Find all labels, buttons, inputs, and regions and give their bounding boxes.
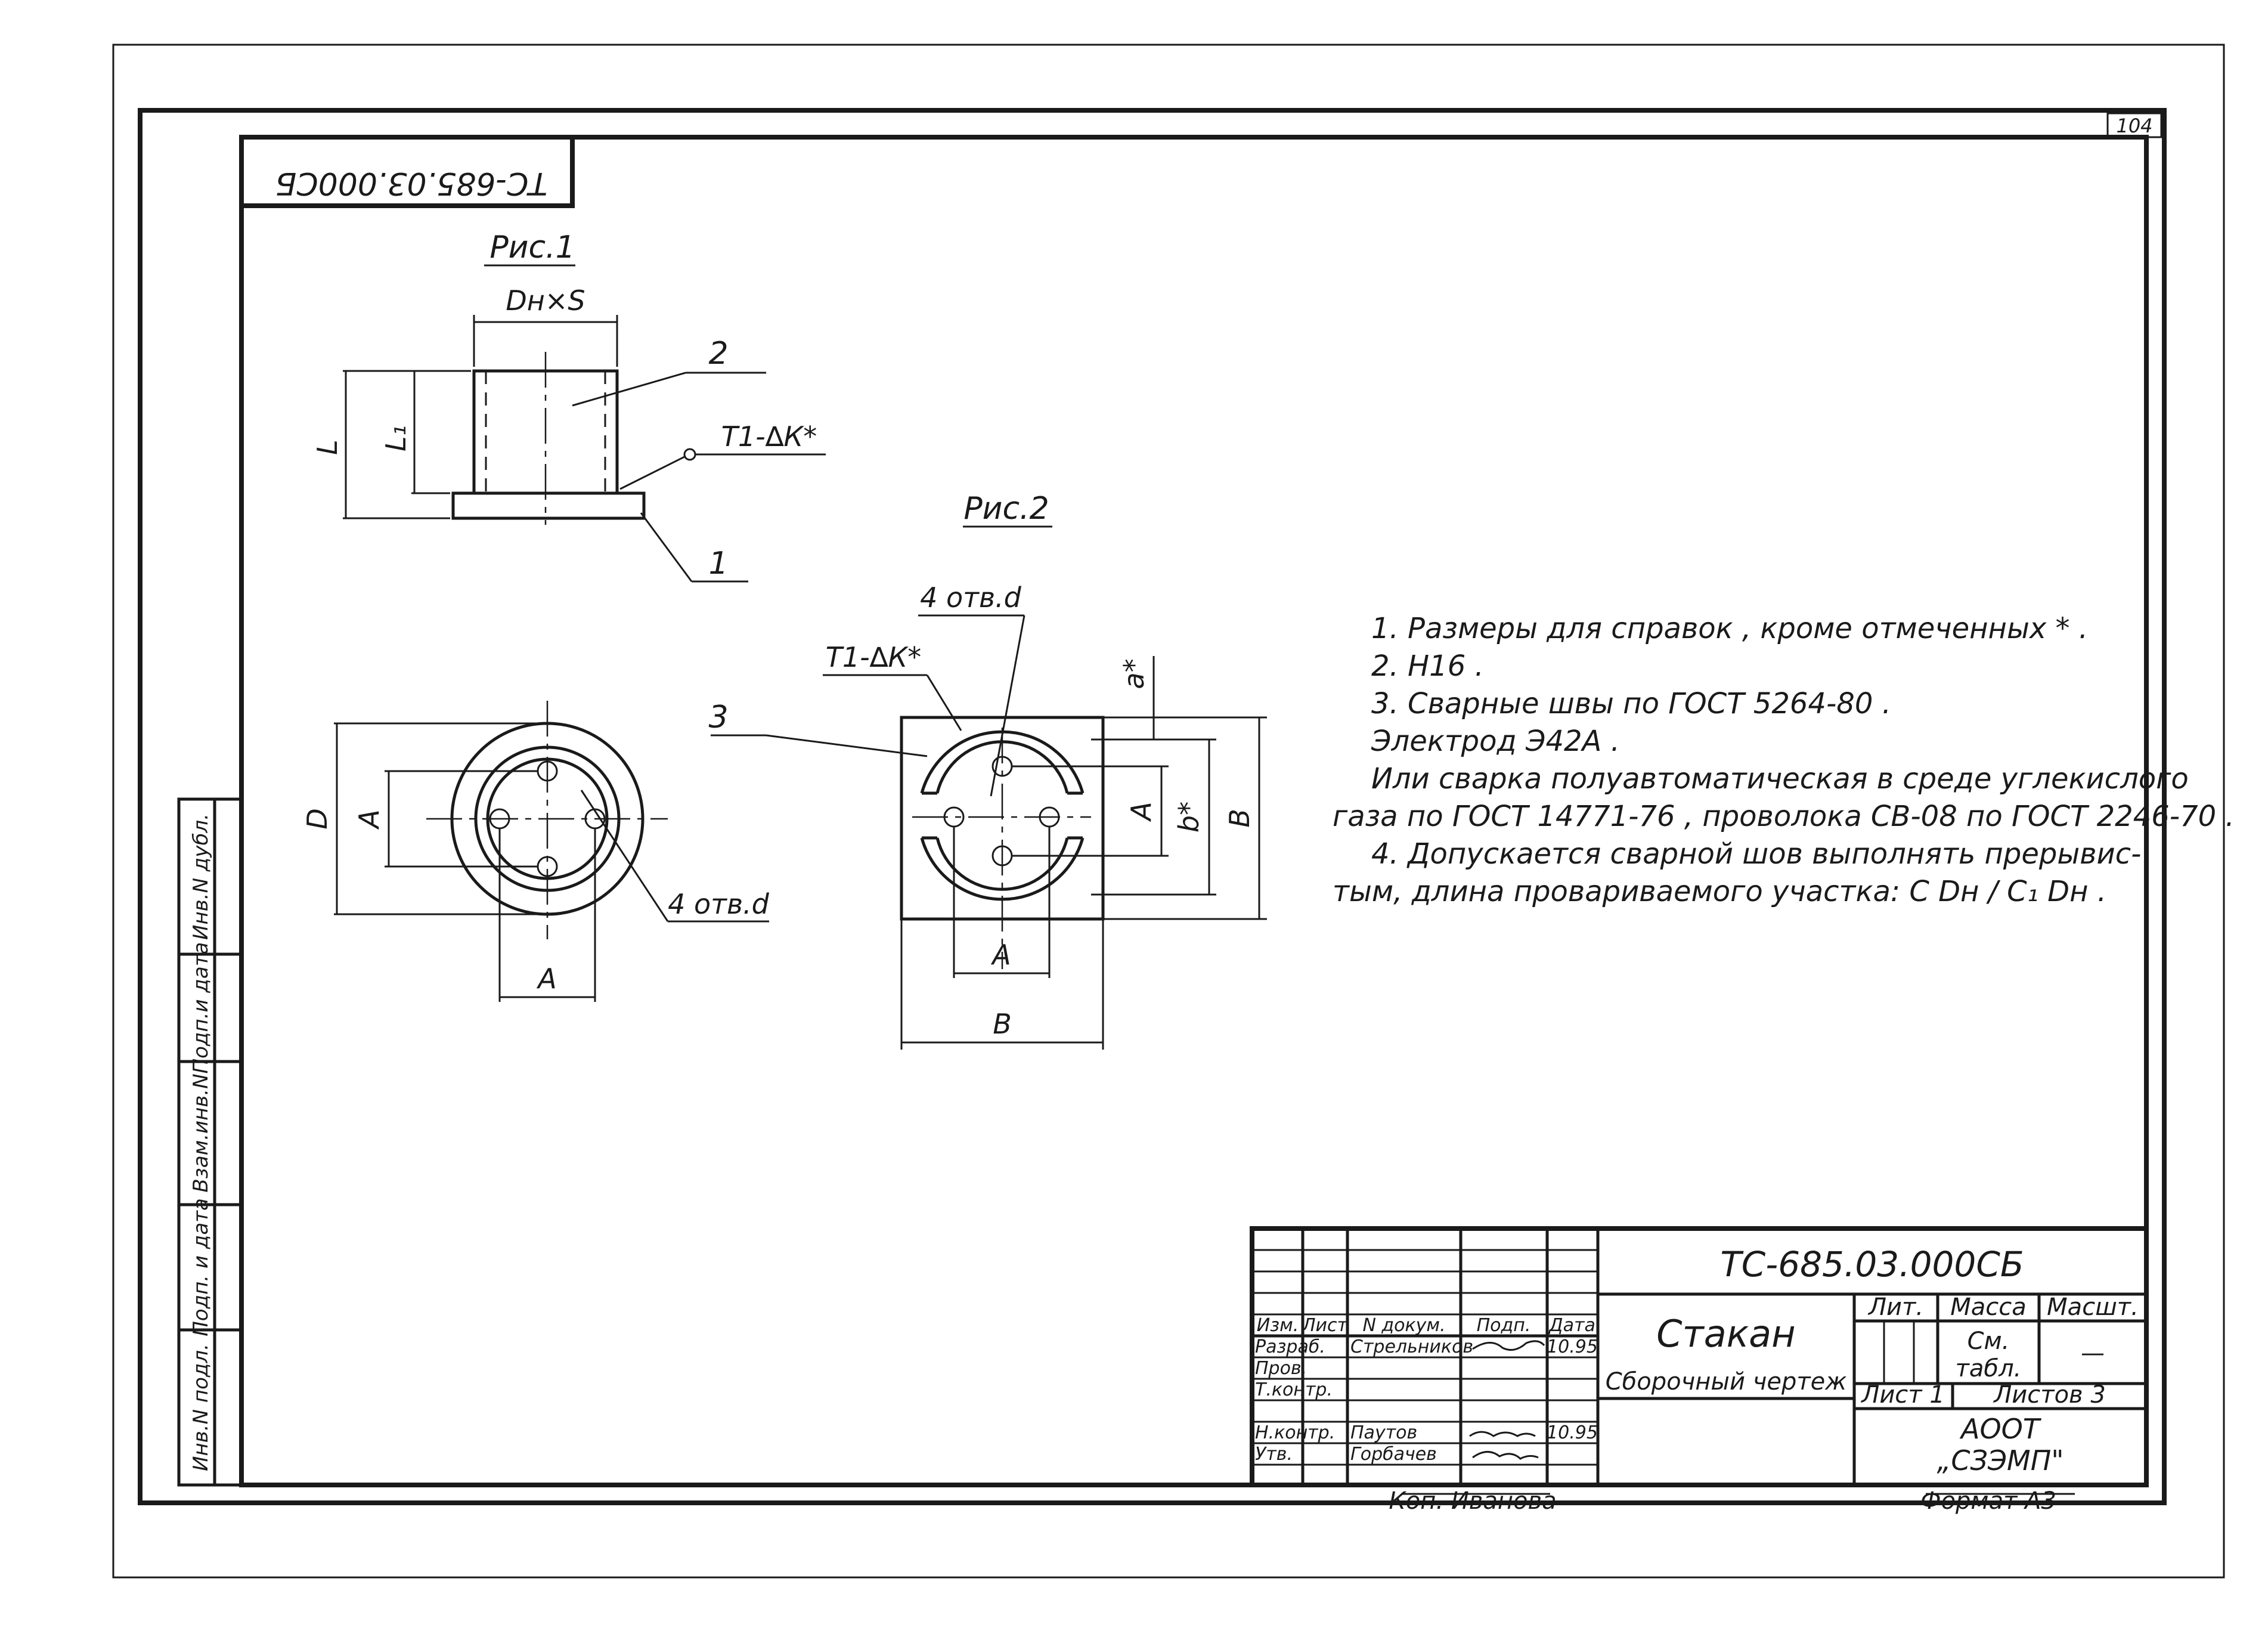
figure-1: Рис.1 Dн×S L L₁ 2 1 Т1-∆К*: [311, 230, 826, 583]
tb-lit: Лит.: [1867, 1294, 1923, 1321]
technical-notes: 1. Размеры для справок , кроме отмеченны…: [1333, 612, 2235, 908]
tb-nkontr-date: 10.95: [1547, 1422, 1598, 1443]
fig1-title: Рис.1: [489, 230, 575, 265]
left-dim-D: D: [301, 808, 333, 829]
outer-frame: [112, 44, 2225, 1579]
tb-razrab-label: Разраб.: [1255, 1336, 1325, 1357]
tb-prov-label: Пров.: [1255, 1358, 1307, 1379]
fig1-dim-L: L: [311, 440, 343, 455]
note-3-alt-2: газа по ГОСТ 14771-76 , проволока СВ-08 …: [1333, 800, 2235, 833]
fig1-dim-L1: L₁: [380, 425, 412, 451]
fig2-holes-label: 4 отв.d: [920, 581, 1022, 614]
tb-masshtab: Масшт.: [2047, 1294, 2139, 1321]
tb-utv-name: Горбачев: [1350, 1444, 1437, 1465]
rotated-drawing-code: ТС-685.03.000СБ: [275, 165, 548, 201]
fig1-callout-1: 1: [708, 546, 728, 581]
tb-list: Лист 1: [1860, 1381, 1945, 1409]
sidebar-inv-dubl: Инв.N дубл.: [189, 813, 213, 940]
tb-razrab-name: Стрельников: [1350, 1336, 1473, 1357]
fig2-dim-B-bottom: B: [993, 1008, 1012, 1040]
title-block: ТС-685.03.000СБ Стакан Сборочный чертеж …: [1250, 1226, 2149, 1487]
left-sidebar: Инв.N подл. Подп. и дата Взам.инв.N Подп…: [177, 797, 243, 1487]
sheet-format: Формат А3: [1920, 1487, 2056, 1515]
fig2-title: Рис.2: [963, 491, 1049, 527]
left-holes-label: 4 отв.d: [668, 888, 770, 920]
figure-left-view: D A A 4 отв.d: [301, 701, 770, 1002]
note-1: 1. Размеры для справок , кроме отмеченны…: [1371, 612, 2088, 645]
left-dim-A-bottom: A: [536, 963, 556, 995]
code-box-border: [241, 137, 575, 208]
inner-frame: [138, 108, 2167, 1505]
fig1-callout-2: 2: [708, 336, 728, 372]
tb-utv-label: Утв.: [1255, 1444, 1293, 1465]
fig2-dim-A-bottom: A: [990, 939, 1011, 971]
fig2-dim-b: b*: [1173, 802, 1205, 833]
note-3-electrode: Электрод Э42А .: [1371, 725, 1620, 758]
tb-nkontr-signature: [1469, 1431, 1536, 1437]
tb-massa-val-2: табл.: [1956, 1355, 2022, 1382]
fig1-weld-symbol: Т1-∆К*: [721, 420, 817, 453]
tb-razrab-signature: [1472, 1340, 1545, 1351]
sidebar-vzam-inv: Взам.инв.N: [189, 1073, 213, 1192]
tb-org-2: „СЗЭМП": [1937, 1444, 2064, 1477]
fig1-dim-dn-s: Dн×S: [506, 284, 585, 317]
fig1-base-plate: [451, 491, 646, 520]
tb-head-podp: Подп.: [1477, 1315, 1531, 1336]
tb-item-name: Стакан: [1656, 1312, 1795, 1356]
tb-razrab-date: 10.95: [1547, 1336, 1598, 1357]
sidebar-inv-podl: Инв.N подл.: [189, 1344, 213, 1471]
tb-massa: Масса: [1950, 1294, 2027, 1321]
note-3-alt-1: Или сварка полуавтоматическая в среде уг…: [1371, 762, 2189, 796]
fig2-callout-3: 3: [708, 700, 728, 735]
tb-masshtab-val: —: [2081, 1339, 2105, 1367]
tb-head-data: Дата: [1548, 1315, 1595, 1336]
fig2-weld-symbol: Т1-∆К*: [826, 641, 921, 673]
left-dim-A-side: A: [353, 809, 385, 830]
fig2-dim-B-side: B: [1223, 809, 1256, 828]
page-number: 104: [2116, 115, 2152, 137]
tb-listov: Листов 3: [1993, 1381, 2106, 1409]
tb-head-ndokum: N докум.: [1362, 1315, 1445, 1336]
tb-massa-val-1: См.: [1968, 1328, 2010, 1355]
tb-drawing-code: ТС-685.03.000СБ: [1720, 1244, 2024, 1285]
tb-subtitle: Сборочный чертеж: [1606, 1368, 1847, 1396]
tb-nkontr-label: Н.контр.: [1255, 1422, 1335, 1443]
tb-org-1: АООТ: [1959, 1413, 2042, 1445]
sidebar-podp-data-2: Подп.и дата: [189, 942, 213, 1074]
note-4: 4. Допускается сварной шов выполнять пре…: [1371, 837, 2141, 871]
note-4-cont: тым, длина провариваемого участка: С Dн …: [1333, 875, 2106, 908]
tb-utv-signature: [1472, 1451, 1539, 1460]
figure-2: Рис.2 4 отв.d Т1-∆К* 3 B: [708, 491, 1267, 1050]
fig2-dim-a: а*: [1118, 658, 1150, 689]
copied-by: Коп. Иванова: [1389, 1487, 1556, 1515]
tb-head-list: Лист: [1302, 1315, 1349, 1336]
fig2-dim-A-side: A: [1125, 802, 1157, 822]
tb-tkontr-label: Т.контр.: [1255, 1379, 1333, 1400]
note-3: 3. Сварные швы по ГОСТ 5264-80 .: [1371, 687, 1891, 720]
note-2: 2. Н16 .: [1371, 649, 1484, 683]
tb-head-izm: Изм.: [1257, 1315, 1299, 1336]
tb-nkontr-name: Паутов: [1350, 1422, 1417, 1443]
sidebar-podp-data-1: Подп. и дата: [189, 1198, 213, 1336]
